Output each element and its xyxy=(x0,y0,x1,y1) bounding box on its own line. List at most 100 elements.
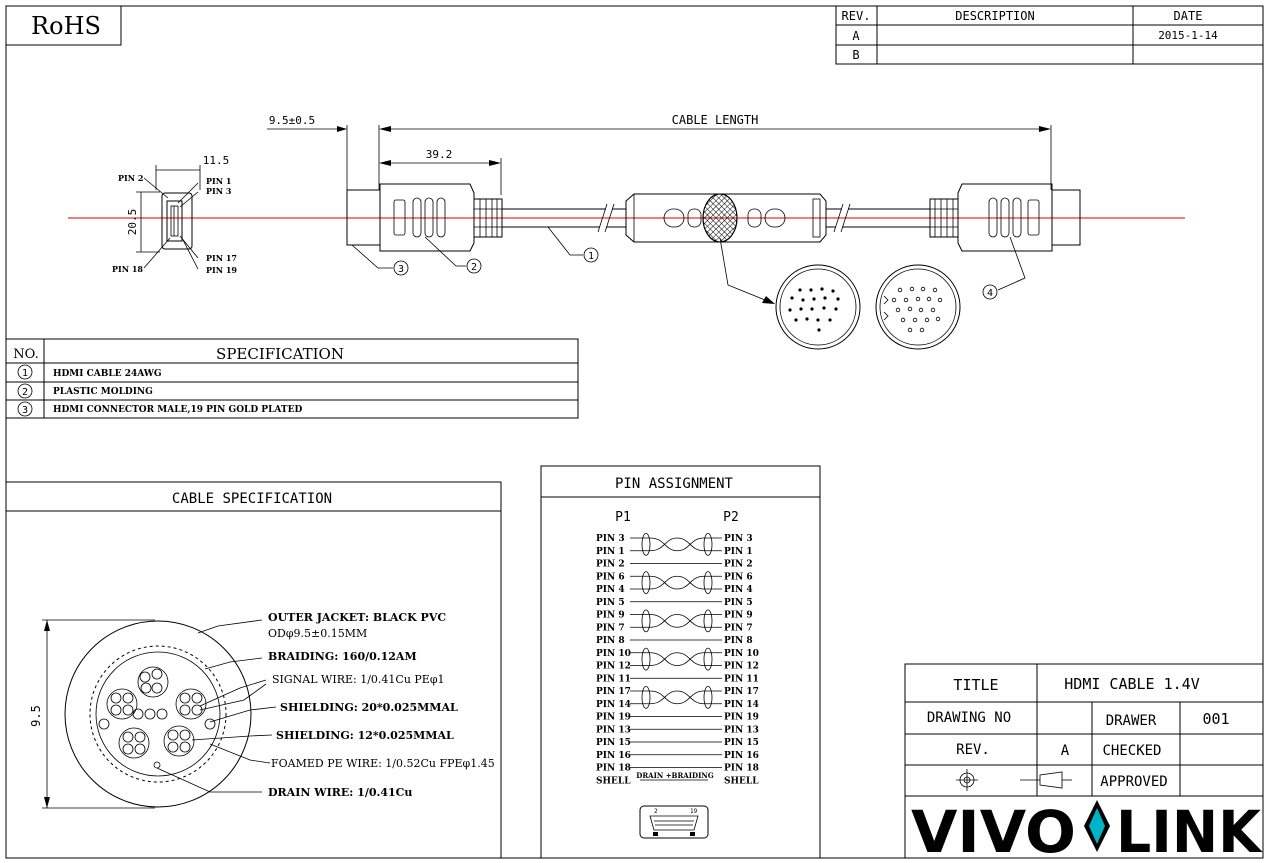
spec-text-3: HDMI CONNECTOR MALE,19 PIN GOLD PLATED xyxy=(53,405,302,415)
cable-spec-title: CABLE SPECIFICATION xyxy=(172,491,332,507)
pin-left-7: PIN 7 xyxy=(596,623,625,633)
connector-end-view: 11.5 20.5 PIN 2 PIN 1 PIN 3 PIN 17 PIN 1… xyxy=(112,154,237,275)
pin-right-11: PIN 11 xyxy=(724,674,759,684)
pin-right-3: PIN 6 xyxy=(724,572,753,582)
pin-assignment-panel: PIN ASSIGNMENT P1 P2 PIN 3 PIN 3 PIN 1 PIN … xyxy=(540,465,821,859)
callout-4: 4 xyxy=(987,288,993,299)
dim-end-width: 11.5 xyxy=(203,154,230,167)
vivolink-logo: VIVO LINK xyxy=(911,798,1263,863)
title-block: TITLE HDMI CABLE 1.4V DRAWING NO DRAWER … xyxy=(904,663,1264,863)
pin-right-1: PIN 1 xyxy=(724,547,753,557)
pin-right-14: PIN 19 xyxy=(724,713,759,723)
pin-right-0: PIN 3 xyxy=(724,534,753,544)
pin-left-13: PIN 14 xyxy=(596,700,631,710)
pin-p1-label: P1 xyxy=(615,510,631,525)
callout-2: 2 xyxy=(471,262,477,273)
pin-left-3: PIN 6 xyxy=(596,572,625,582)
pin-right-19: SHELL xyxy=(724,776,759,786)
pin-left-18: PIN 18 xyxy=(596,764,631,774)
spec-no-3: 3 xyxy=(22,405,28,416)
end-pin-17: PIN 17 xyxy=(206,253,237,263)
drawer-label: DRAWER xyxy=(1106,713,1157,729)
dim-head-offset: 9.5±0.5 xyxy=(269,114,315,127)
description-header: DESCRIPTION xyxy=(955,9,1034,23)
dim-cable-length: CABLE LENGTH xyxy=(672,113,759,127)
specification-table: NO. SPECIFICATION 1 HDMI CABLE 24AWG 2 P… xyxy=(5,338,579,419)
title-value: HDMI CABLE 1.4V xyxy=(1064,675,1199,693)
rev-row-b: B xyxy=(852,48,859,62)
cable-cross-section-left xyxy=(775,264,861,350)
rev-date-a: 2015-1-14 xyxy=(1158,29,1218,42)
pin-left-9: PIN 10 xyxy=(596,649,631,659)
connector-pin-num-left: 2 xyxy=(654,808,658,815)
pin-right-7: PIN 7 xyxy=(724,623,753,633)
cable-side-view: 9.5±0.5 CABLE LENGTH 39.2 xyxy=(267,113,1081,304)
pin-right-18: PIN 18 xyxy=(724,764,759,774)
sheet-border xyxy=(5,5,1264,859)
pin-left-6: PIN 9 xyxy=(596,611,625,621)
checked-label: CHECKED xyxy=(1102,743,1161,759)
pin-left-17: PIN 16 xyxy=(596,751,631,761)
projection-symbol-icon xyxy=(956,769,1072,791)
end-pin-18: PIN 18 xyxy=(112,264,143,274)
cable-label-signal-wire: SIGNAL WIRE: 1/0.41Cu PEφ1 xyxy=(272,673,445,686)
pin-drain-label: DRAIN +BRAIDING xyxy=(636,771,713,780)
drawing-no-label: DRAWING NO xyxy=(927,710,1011,726)
cable-label-foamed-pe: FOAMED PE WIRE: 1/0.52Cu FPEφ1.45 xyxy=(271,757,495,770)
cable-specification-panel: CABLE SPECIFICATION 9.5 xyxy=(5,481,502,859)
rev-header: REV. xyxy=(842,9,871,23)
connector-pin-num-right: 19 xyxy=(690,808,698,815)
pin-left-8: PIN 8 xyxy=(596,636,625,646)
pin-right-5: PIN 5 xyxy=(724,598,753,608)
callout-3: 3 xyxy=(398,264,404,275)
pin-left-0: PIN 3 xyxy=(596,534,625,544)
pin-left-5: PIN 5 xyxy=(596,598,625,608)
cable-label-shielding-1: SHIELDING: 20*0.025MMAL xyxy=(280,701,458,714)
dim-plug-length: 39.2 xyxy=(426,148,453,161)
pin-right-4: PIN 4 xyxy=(724,585,753,595)
pin-right-10: PIN 12 xyxy=(724,662,759,672)
pin-right-6: PIN 9 xyxy=(724,611,753,621)
pin-right-8: PIN 8 xyxy=(724,636,753,646)
logo-text-left: VIVO xyxy=(911,798,1076,863)
end-pin-2: PIN 2 xyxy=(118,173,143,183)
pin-p2-label: P2 xyxy=(723,510,739,525)
pin-right-13: PIN 14 xyxy=(724,700,759,710)
callout-1: 1 xyxy=(588,251,594,262)
date-header: DATE xyxy=(1174,9,1203,23)
pin-left-16: PIN 15 xyxy=(596,738,631,748)
pin-left-15: PIN 13 xyxy=(596,725,631,735)
spec-text-2: PLASTIC MOLDING xyxy=(53,387,153,397)
cable-label-shielding-2: SHIELDING: 12*0.025MMAL xyxy=(276,729,454,742)
cable-label-outer-jacket: OUTER JACKET: BLACK PVC xyxy=(268,611,446,624)
pin-right-17: PIN 16 xyxy=(724,751,759,761)
rohs-label: RoHS xyxy=(31,12,101,40)
pin-left-12: PIN 17 xyxy=(596,687,631,697)
hdmi-connector-icon: 2 19 xyxy=(639,805,709,839)
pin-left-1: PIN 1 xyxy=(596,547,625,557)
pin-left-11: PIN 11 xyxy=(596,674,631,684)
spec-header-title: SPECIFICATION xyxy=(216,345,344,363)
spec-text-1: HDMI CABLE 24AWG xyxy=(53,369,162,379)
end-pin-1: PIN 1 xyxy=(206,176,231,186)
dim-end-height: 20.5 xyxy=(126,209,139,236)
cable-label-od: ODφ9.5±0.15MM xyxy=(268,627,367,640)
rev-label: REV. xyxy=(956,742,990,758)
pin-left-4: PIN 4 xyxy=(596,585,625,595)
pin-right-15: PIN 13 xyxy=(724,725,759,735)
rev-row-a: A xyxy=(852,29,860,43)
pin-left-2: PIN 2 xyxy=(596,560,625,570)
rohs-box: RoHS xyxy=(5,5,122,46)
cable-label-braiding: BRAIDING: 160/0.12AM xyxy=(268,650,417,663)
pin-right-12: PIN 17 xyxy=(724,687,759,697)
approved-label: APPROVED xyxy=(1100,774,1167,790)
pin-assignment-title: PIN ASSIGNMENT xyxy=(615,476,734,492)
end-pin-19: PIN 19 xyxy=(206,265,237,275)
logo-text-right: LINK xyxy=(1116,798,1263,863)
pin-right-9: PIN 10 xyxy=(724,649,759,659)
cable-od-dimension: 9.5 xyxy=(29,705,43,727)
pin-right-16: PIN 15 xyxy=(724,738,759,748)
